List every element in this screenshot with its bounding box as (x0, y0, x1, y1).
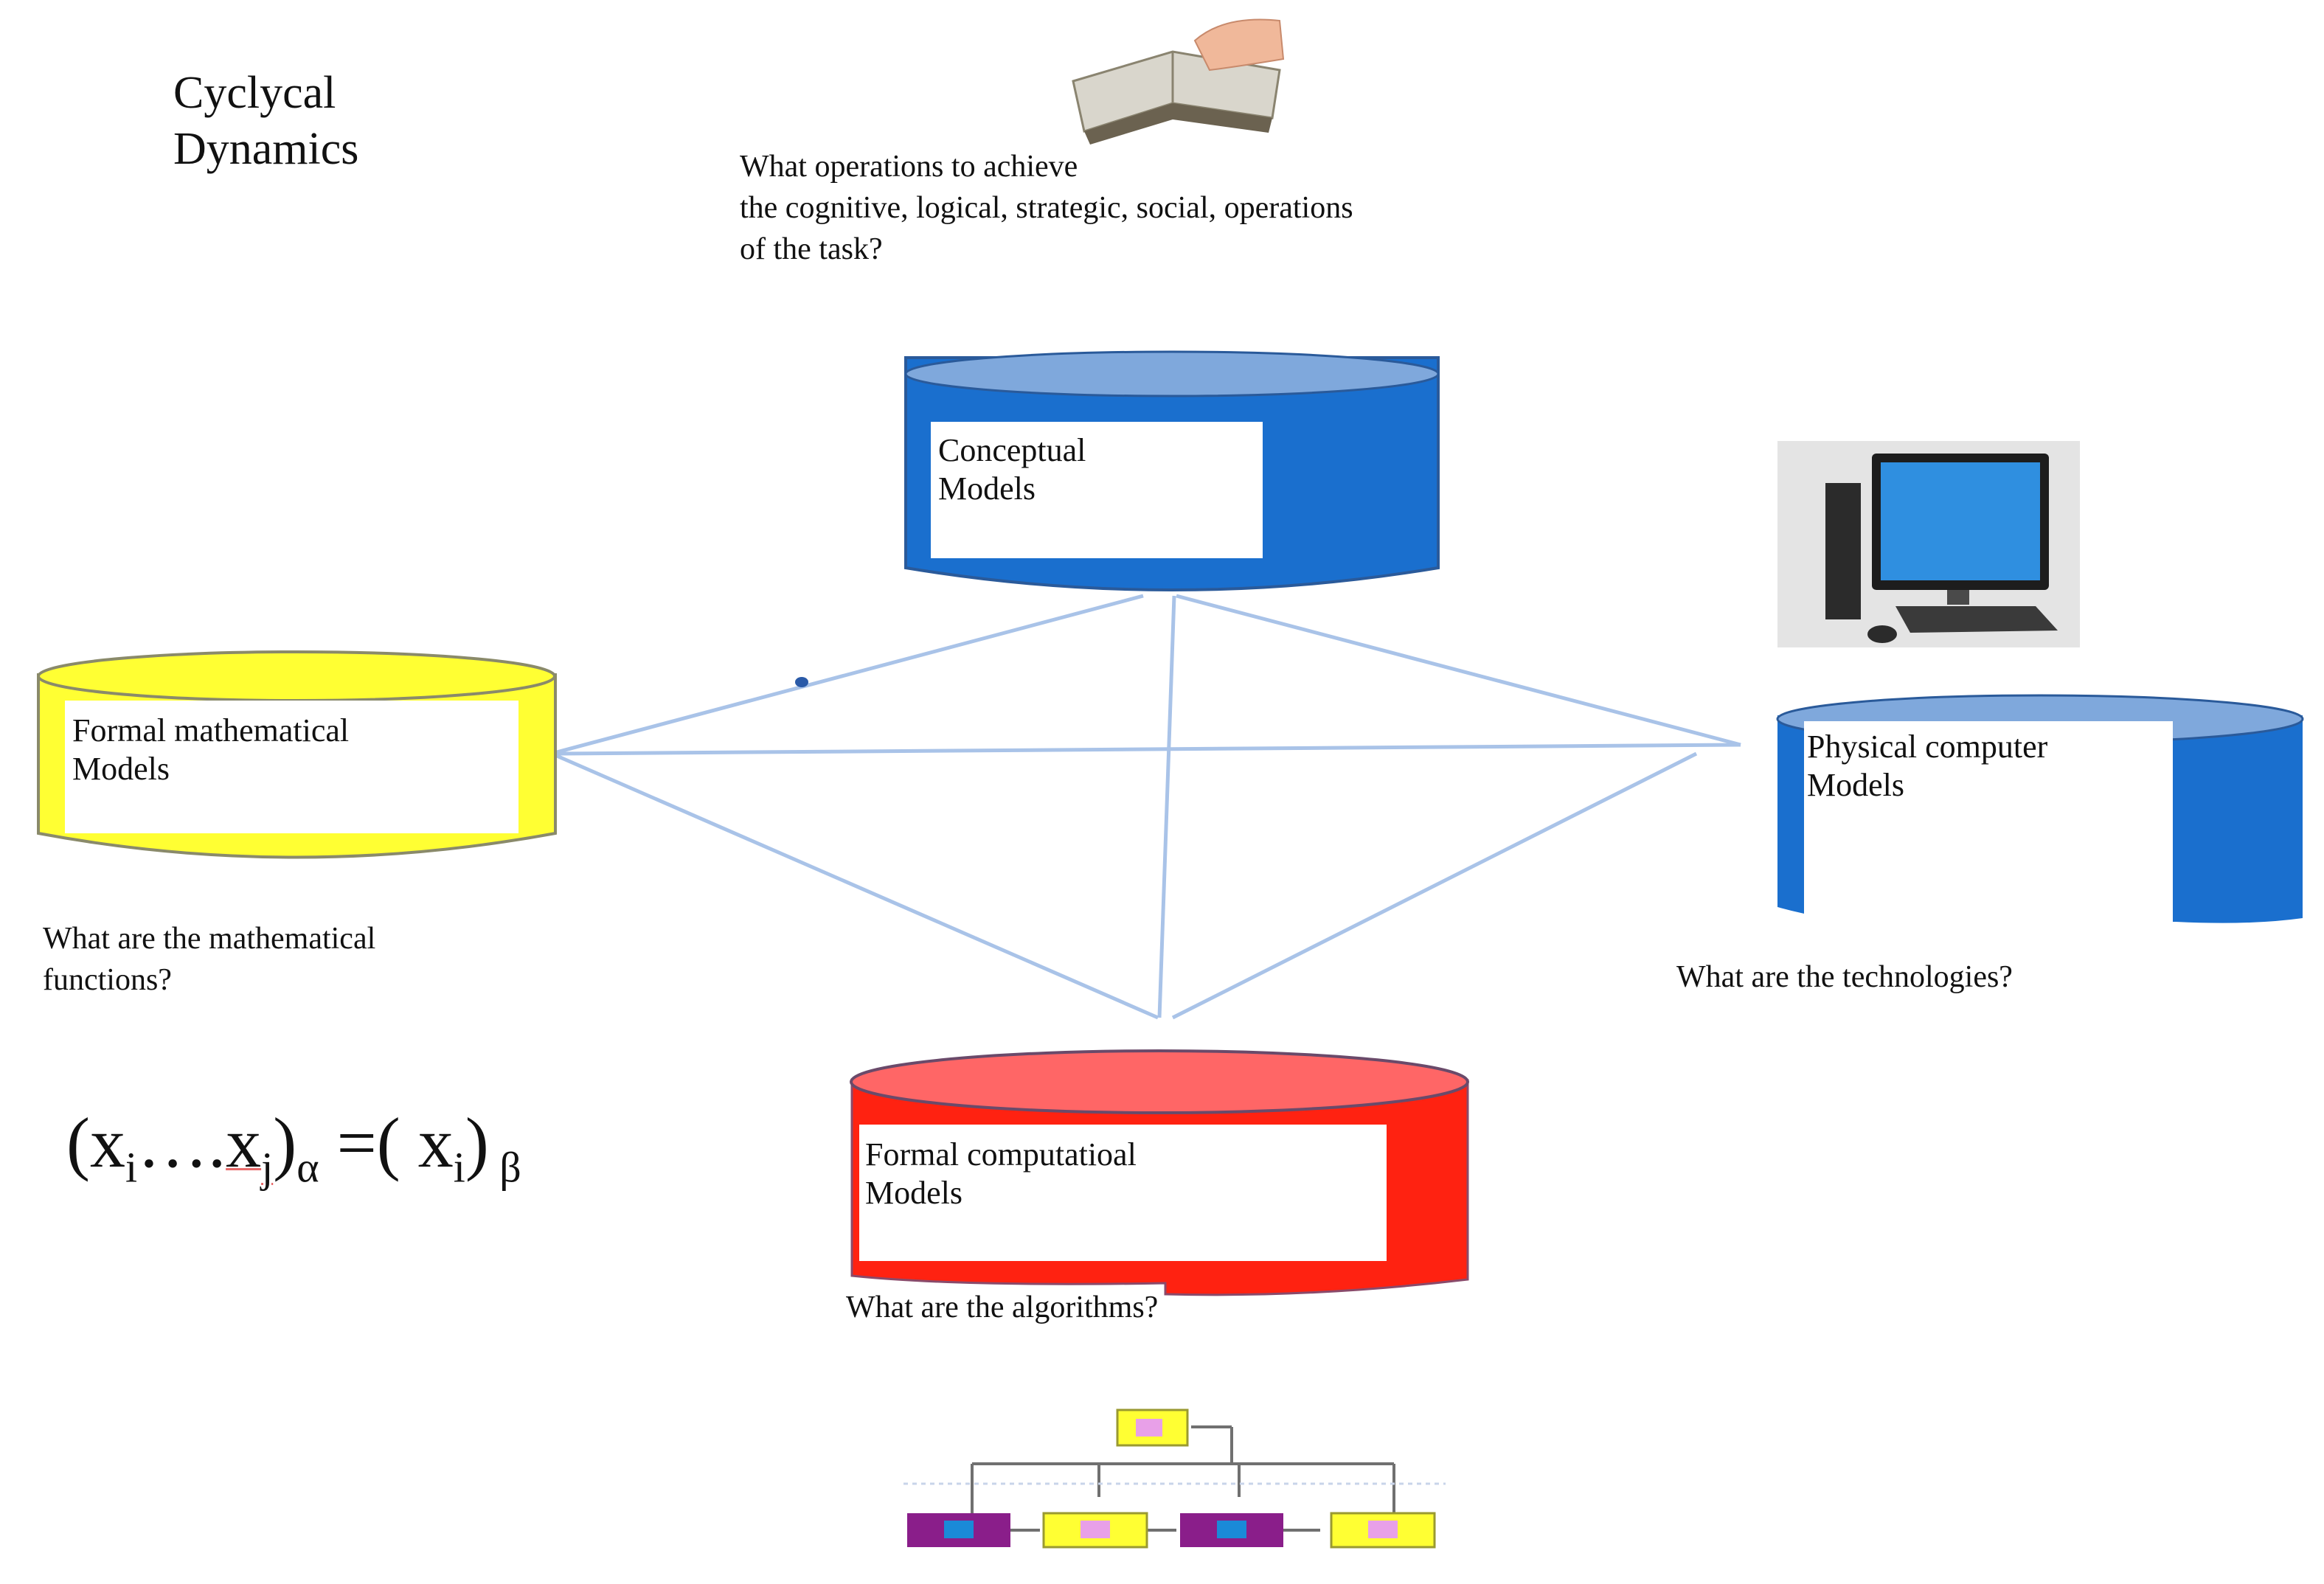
edges (556, 594, 1741, 1020)
edge-conceptual-computational (1157, 595, 1176, 1018)
conceptual-label-box (931, 422, 1263, 558)
edge-marker (795, 677, 808, 687)
edge-conceptual-mathematical (556, 594, 1144, 754)
physical-cylinder (1776, 694, 2304, 931)
label-computational-models: Formal computatioal Models (865, 1136, 1137, 1211)
label-mathematical-models: Formal mathematical Models (72, 712, 350, 787)
computational-label-box (859, 1125, 1387, 1261)
edge-conceptual-physical (1176, 594, 1741, 747)
book-reading-icon (1072, 18, 1285, 145)
question-technologies: What are the technologies? (1676, 960, 2013, 994)
physical-label-box (1804, 721, 2173, 931)
conceptual-cylinder (904, 350, 1440, 591)
diagram-title: Cyclycal Dynamics (173, 68, 359, 174)
computational-cylinder (850, 1049, 1469, 1296)
flowchart-nodes (907, 1408, 1436, 1549)
edge-physical-computational (1171, 751, 1698, 1020)
desktop-computer-icon (1777, 441, 2080, 647)
equivalence-formula: (xi….xj)α =( xi) β (66, 1103, 521, 1192)
label-conceptual-models: Conceptual Models (938, 432, 1086, 507)
edge-mathematical-physical (556, 743, 1741, 756)
flowchart-icon (903, 1425, 1446, 1532)
question-conceptual: What operations to achieve the cognitive… (740, 150, 1353, 266)
question-algorithms: What are the algorithms? (846, 1291, 1159, 1324)
mathematical-label-box (65, 701, 518, 833)
label-physical-models: Physical computer Models (1807, 729, 2048, 803)
question-mathematical: What are the mathematical functions? (43, 922, 376, 997)
mathematical-cylinder (37, 650, 557, 859)
edge-mathematical-computational (556, 754, 1159, 1020)
